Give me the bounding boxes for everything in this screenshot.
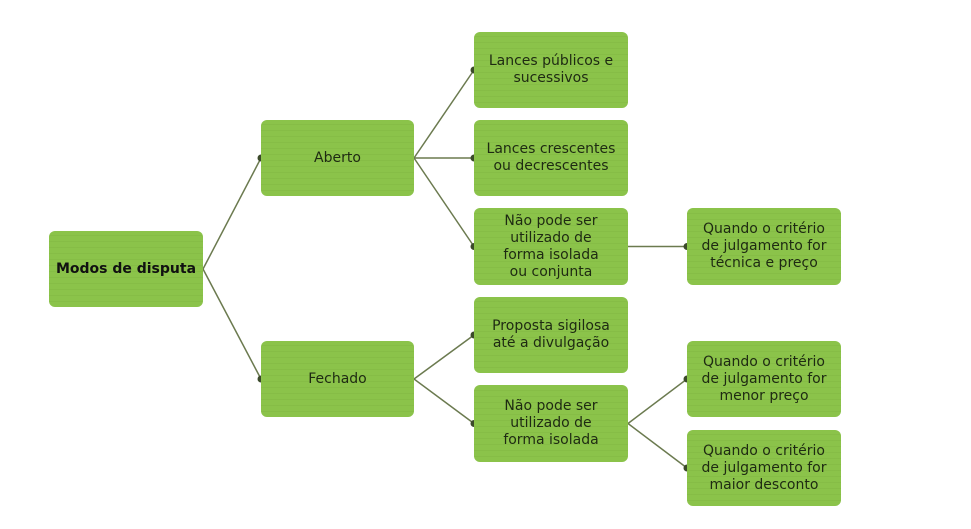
node-maior-desconto[interactable]: Quando o critério de julgamento for maio… xyxy=(687,430,841,506)
connector-f2-f2b xyxy=(627,422,688,469)
node-label: Não pode ser utilizado de forma isolada xyxy=(503,398,599,448)
node-label: Proposta sigilosa até a divulgação xyxy=(492,318,610,351)
connector-aberto-a1 xyxy=(413,69,475,159)
node-proposta-sigilosa[interactable]: Proposta sigilosa até a divulgação xyxy=(474,297,628,373)
node-label: Fechado xyxy=(308,370,367,387)
node-aberto[interactable]: Aberto xyxy=(261,120,414,196)
node-aberto-nao-pode-ser-utilizado[interactable]: Não pode ser utilizado de forma isolada … xyxy=(474,208,628,285)
connector-root-fechado xyxy=(202,268,262,380)
node-fechado-nao-pode-ser-utilizado[interactable]: Não pode ser utilizado de forma isolada xyxy=(474,385,628,462)
node-label: Quando o critério de julgamento for técn… xyxy=(701,221,827,271)
node-lances-crescentes[interactable]: Lances crescentes ou decrescentes xyxy=(474,120,628,196)
node-label: Lances públicos e sucessivos xyxy=(488,53,614,86)
node-tecnica-e-preco[interactable]: Quando o critério de julgamento for técn… xyxy=(687,208,841,285)
node-label: Modos de disputa xyxy=(55,260,197,277)
node-fechado[interactable]: Fechado xyxy=(261,341,414,417)
connector-f2-f2a xyxy=(627,378,688,425)
node-label: Não pode ser utilizado de forma isolada … xyxy=(503,212,599,280)
node-label: Quando o critério de julgamento for meno… xyxy=(701,353,827,404)
connector-fechado-f1 xyxy=(413,334,475,380)
connector-root-aberto xyxy=(202,157,262,270)
node-label: Aberto xyxy=(314,149,361,166)
node-lances-publicos[interactable]: Lances públicos e sucessivos xyxy=(474,32,628,108)
node-label: Lances crescentes ou decrescentes xyxy=(486,141,616,174)
node-menor-preco[interactable]: Quando o critério de julgamento for meno… xyxy=(687,341,841,417)
node-root-modos-de-disputa[interactable]: Modos de disputa xyxy=(49,231,203,307)
node-label: Quando o critério de julgamento for maio… xyxy=(701,442,827,493)
connector-fechado-f2 xyxy=(413,378,475,425)
connector-aberto-a3 xyxy=(413,157,475,247)
